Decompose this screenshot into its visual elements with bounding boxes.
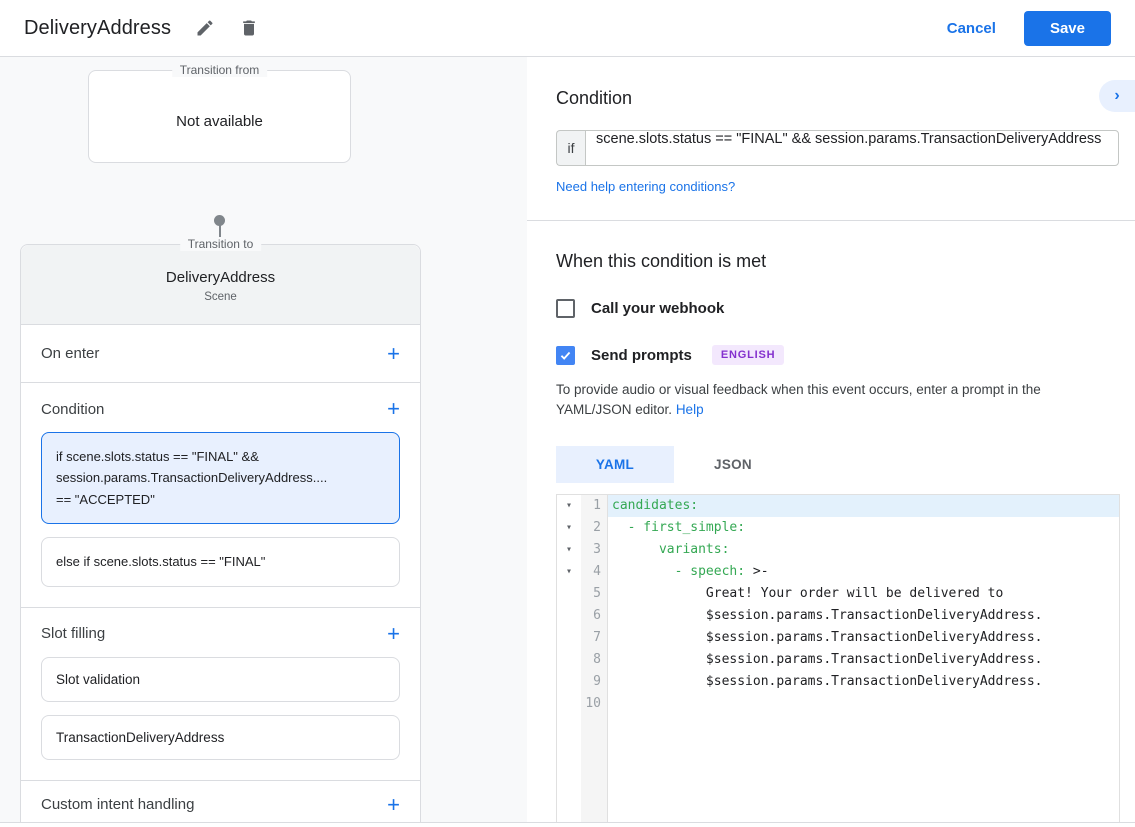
horizontal-scrollbar-track[interactable]: [0, 822, 1135, 827]
add-custom-intent-button[interactable]: +: [387, 791, 400, 817]
line-number: 2: [593, 519, 601, 535]
language-badge: ENGLISH: [711, 345, 785, 365]
transition-to-label: Transition to: [179, 237, 262, 251]
transition-from-label: Transition from: [171, 63, 268, 77]
code-line[interactable]: Great! Your order will be delivered to: [612, 585, 1004, 601]
fold-gutter-cell: [557, 627, 581, 649]
pencil-icon: [195, 18, 215, 38]
add-on-enter-button[interactable]: +: [387, 340, 400, 366]
if-prefix-label: if: [556, 130, 585, 166]
tab-json[interactable]: JSON: [714, 456, 752, 472]
custom-intent-label: Custom intent handling: [41, 796, 195, 814]
main-area: Transition from Not available Transition…: [0, 57, 1135, 827]
send-prompts-label: Send prompts: [591, 346, 692, 364]
call-webhook-checkbox[interactable]: [556, 299, 575, 318]
fold-gutter-cell: [557, 583, 581, 605]
line-number: 8: [593, 651, 601, 667]
code-line[interactable]: - speech: >-: [612, 563, 769, 579]
webhook-row: Call your webhook: [556, 299, 1135, 318]
condition-section-label: Condition: [41, 400, 105, 418]
transition-to-card: Transition to DeliveryAddress Scene On e…: [20, 237, 421, 827]
prompt-description-text: To provide audio or visual feedback when…: [556, 382, 1041, 418]
fold-arrow-icon[interactable]: ▾: [565, 565, 573, 577]
scene-name: DeliveryAddress: [165, 269, 276, 286]
collapse-panel-button[interactable]: ›: [1099, 80, 1135, 112]
code-line[interactable]: variants:: [612, 541, 730, 557]
custom-intent-row: Custom intent handling +: [21, 781, 420, 827]
fold-gutter-cell: [557, 693, 581, 715]
fold-gutter-cell: [557, 649, 581, 671]
line-number: 3: [593, 541, 601, 557]
line-number: 6: [593, 607, 601, 623]
send-prompts-checkbox[interactable]: [556, 345, 575, 365]
fold-arrow-icon[interactable]: ▾: [565, 521, 573, 533]
transition-from-box: Transition from Not available: [88, 63, 351, 163]
chevron-right-icon: ›: [1114, 87, 1120, 104]
editor-code-area[interactable]: candidates: - first_simple: variants: - …: [608, 494, 1119, 827]
panel-divider: [527, 220, 1135, 221]
condition-help-link[interactable]: Need help entering conditions?: [556, 179, 736, 194]
send-prompts-row: Send prompts ENGLISH: [556, 345, 1135, 365]
line-number: 9: [593, 673, 601, 689]
trash-icon: [239, 18, 259, 38]
slot-card[interactable]: TransactionDeliveryAddress: [41, 714, 400, 760]
tab-yaml[interactable]: YAML: [556, 445, 674, 483]
transition-from-value: Not available: [176, 113, 263, 130]
code-line[interactable]: candidates:: [608, 494, 1119, 517]
fold-gutter-cell: [557, 605, 581, 627]
scene-card-header: Transition to DeliveryAddress Scene: [21, 237, 420, 325]
scene-type-label: Scene: [204, 291, 237, 303]
fold-arrow-icon[interactable]: ▾: [565, 543, 573, 555]
condition-card-list: if scene.slots.status == "FINAL" && sess…: [41, 432, 400, 587]
condition-card[interactable]: if scene.slots.status == "FINAL" && sess…: [41, 432, 400, 525]
editor-tabs: YAML JSON: [556, 445, 1135, 483]
prompt-description: To provide audio or visual feedback when…: [556, 380, 1118, 421]
condition-detail-panel: › Condition if scene.slots.status == "FI…: [527, 57, 1135, 827]
cancel-button[interactable]: Cancel: [946, 19, 996, 37]
code-line[interactable]: $session.params.TransactionDeliveryAddre…: [612, 607, 1043, 623]
code-line[interactable]: $session.params.TransactionDeliveryAddre…: [612, 673, 1043, 689]
fold-arrow-icon[interactable]: ▾: [565, 499, 573, 511]
line-number: 4: [593, 563, 601, 579]
delete-scene-button[interactable]: [237, 16, 261, 40]
code-line[interactable]: $session.params.TransactionDeliveryAddre…: [612, 629, 1043, 645]
flow-connector-dot: [214, 215, 225, 226]
editor-fold-gutter: ▾ ▾ ▾ ▾: [557, 494, 581, 827]
line-number: 1: [593, 497, 601, 513]
line-number: 7: [593, 629, 601, 645]
code-line[interactable]: - first_simple:: [612, 519, 746, 535]
condition-expression-row: if scene.slots.status == "FINAL" && sess…: [556, 130, 1119, 166]
add-condition-button[interactable]: +: [387, 396, 400, 421]
line-number: 5: [593, 585, 601, 601]
edit-title-button[interactable]: [193, 16, 217, 40]
on-enter-label: On enter: [41, 345, 100, 362]
editor-line-numbers: 1 2 3 4 5 6 7 8 9 10: [581, 494, 608, 827]
call-webhook-label: Call your webhook: [591, 300, 725, 317]
add-slot-button[interactable]: +: [387, 620, 400, 646]
top-bar: DeliveryAddress Cancel Save: [0, 0, 1135, 57]
slot-card[interactable]: Slot validation: [41, 656, 400, 702]
condition-card[interactable]: else if scene.slots.status == "FINAL": [41, 537, 400, 587]
when-met-heading: When this condition is met: [556, 251, 767, 271]
code-line[interactable]: [608, 693, 1119, 715]
fold-gutter-cell: [557, 671, 581, 693]
scene-flow-panel: Transition from Not available Transition…: [0, 57, 527, 827]
line-number: 10: [585, 695, 601, 711]
save-button[interactable]: Save: [1023, 10, 1111, 46]
code-line[interactable]: $session.params.TransactionDeliveryAddre…: [612, 651, 1043, 667]
condition-section: Condition + if scene.slots.status == "FI…: [21, 383, 420, 608]
page-title: DeliveryAddress: [24, 16, 172, 39]
checkmark-icon: [560, 351, 571, 360]
condition-expression-input[interactable]: scene.slots.status == "FINAL" && session…: [585, 130, 1119, 166]
yaml-editor[interactable]: ▾ ▾ ▾ ▾ 1 2 3 4 5 6 7 8 9 10 candidates: - first_sim…: [556, 493, 1120, 827]
on-enter-row: On enter +: [21, 325, 420, 383]
condition-heading: Condition: [556, 88, 633, 108]
prompt-help-link[interactable]: Help: [675, 402, 704, 418]
slot-filling-label: Slot filling: [41, 625, 106, 643]
